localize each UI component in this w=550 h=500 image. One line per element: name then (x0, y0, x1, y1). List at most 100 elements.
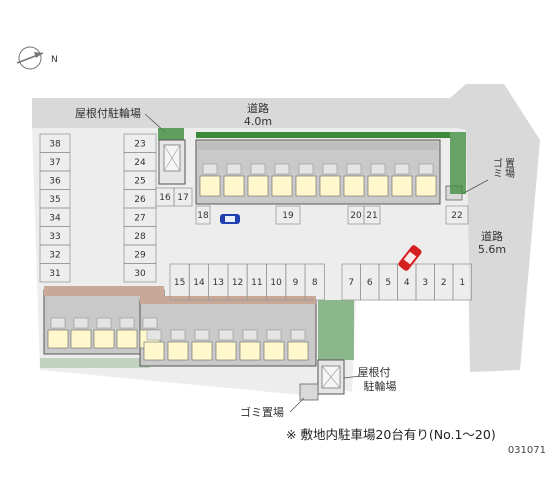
bike-roof-top-label: 屋根付駐輪場 (75, 106, 141, 120)
building-unit (391, 175, 413, 197)
hedge-bottom-left (40, 358, 150, 368)
garbage-bottom-label: ゴミ置場 (240, 405, 284, 419)
unit-room (226, 163, 242, 175)
garbage-bottom-box (299, 383, 319, 401)
building-unit (143, 341, 165, 361)
parking-slot-17-number: 17 (177, 193, 188, 203)
parking-slot-11-number: 11 (251, 278, 262, 288)
property-code: 031071 (507, 445, 546, 456)
parking-slot-9-number: 9 (293, 278, 299, 288)
parking-slot-16-number: 16 (159, 193, 171, 203)
building-south (43, 286, 317, 367)
building-unit (199, 175, 221, 197)
building-unit (295, 175, 317, 197)
parking-slot-30: 30 (123, 263, 157, 283)
parking-slot-19: 19 (275, 205, 301, 225)
parking-slot-37-number: 37 (49, 158, 60, 168)
car-red (398, 245, 422, 271)
parking-slot-27-number: 27 (134, 213, 145, 223)
parking-slot-32-number: 32 (49, 250, 60, 260)
building-unit (93, 329, 115, 349)
parking-slot-14-number: 14 (193, 278, 205, 288)
unit-room (202, 163, 218, 175)
garbage-top-label-2: 置場 (503, 158, 515, 179)
parking-slot-4-number: 4 (404, 278, 410, 288)
parking-slot-19-number: 19 (282, 211, 294, 221)
parking-slot-29-number: 29 (134, 250, 146, 260)
parking-note: ※ 敷地内駐車場20台有り(No.1～20) (286, 427, 496, 442)
unit-room (370, 163, 386, 175)
road-north-label: 道路 (247, 101, 269, 115)
building-unit (167, 341, 189, 361)
hedge-right (450, 132, 466, 194)
car-blue (220, 214, 240, 224)
parking-slot-18: 18 (195, 205, 211, 225)
compass-letter: N (51, 55, 58, 65)
parking-slot-31: 31 (39, 263, 71, 283)
building-unit (415, 175, 437, 197)
building-unit (271, 175, 293, 197)
hedge-bike-top (158, 128, 184, 140)
unit-room (242, 329, 258, 341)
parking-slot-21-number: 21 (366, 211, 377, 221)
parking-slot-17: 17 (173, 187, 193, 207)
bike-roof-bottom-label-1: 屋根付 (358, 365, 391, 379)
parking-slot-22-number: 22 (451, 211, 462, 221)
building-unit (116, 329, 138, 349)
building-unit (343, 175, 365, 197)
parking-slot-28-number: 28 (134, 232, 146, 242)
parking-slot-31-number: 31 (49, 269, 60, 279)
unit-room (218, 329, 234, 341)
hedge-top (196, 132, 450, 138)
parking-slot-8-number: 8 (312, 278, 318, 288)
unit-room (394, 163, 410, 175)
unit-room (266, 329, 282, 341)
parking-slot-36-number: 36 (49, 176, 61, 186)
road-north-width: 4.0m (244, 115, 272, 128)
compass-icon: N (16, 46, 58, 70)
unit-room (346, 163, 362, 175)
unit-room (194, 329, 210, 341)
parking-slot-6-number: 6 (367, 278, 373, 288)
parking-slot-20-number: 20 (350, 211, 362, 221)
parking-slot-26-number: 26 (134, 195, 146, 205)
unit-room (290, 329, 306, 341)
building-unit (367, 175, 389, 197)
garbage-top-leader (461, 179, 489, 195)
unit-room (322, 163, 338, 175)
parking-slot-2-number: 2 (441, 278, 447, 288)
parking-slot-12-number: 12 (232, 278, 243, 288)
parking-slot-18-number: 18 (197, 211, 209, 221)
road-north (32, 84, 540, 372)
hedge-mid (318, 300, 354, 360)
building-unit (70, 329, 92, 349)
parking-slot-7-number: 7 (348, 278, 354, 288)
parking-slot-25-number: 25 (134, 176, 145, 186)
parking-slot-5-number: 5 (385, 278, 391, 288)
unit-room (142, 317, 158, 329)
building-unit (247, 175, 269, 197)
parking-slot-15-number: 15 (174, 278, 185, 288)
unit-room (170, 329, 186, 341)
garbage-top-label-1: ゴミ (491, 157, 502, 178)
parking-slot-1: 1 (452, 263, 472, 301)
unit-room (146, 329, 162, 341)
building-unit (239, 341, 261, 361)
parking-slot-30-number: 30 (134, 269, 146, 279)
unit-room (50, 317, 66, 329)
bike-roof-bottom-label-2: 駐輪場 (364, 379, 397, 393)
parking-slot-10-number: 10 (270, 278, 282, 288)
unit-room (119, 317, 135, 329)
road-east-label: 道路 (481, 229, 503, 243)
building-unit (287, 341, 309, 361)
road-east-width: 5.6m (478, 243, 506, 256)
building-unit (223, 175, 245, 197)
unit-room (73, 317, 89, 329)
parking-slot-13-number: 13 (213, 278, 224, 288)
unit-room (418, 163, 434, 175)
building-unit (215, 341, 237, 361)
unit-room (274, 163, 290, 175)
building-unit (319, 175, 341, 197)
parking-slot-24-number: 24 (134, 158, 146, 168)
